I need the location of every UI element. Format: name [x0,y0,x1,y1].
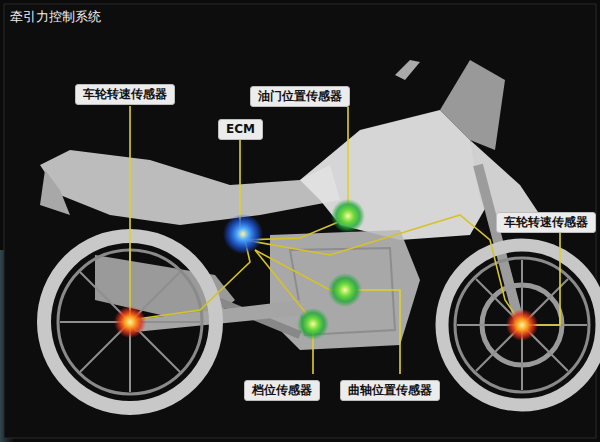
crank-label: 曲轴位置传感器 [340,380,440,401]
throttle-label: 油门位置传感器 [250,86,350,107]
wheel-speed-label: 车轮转速传感器 [496,212,596,233]
callout-text: 档位传感器 [252,383,312,398]
callout-text: ECM [226,122,255,137]
callout-text: 曲轴位置传感器 [348,383,432,398]
ecm-label: ECM [218,119,263,140]
callout-text: 车轮转速传感器 [504,215,588,230]
callout-text: 油门位置传感器 [258,89,342,104]
callout-text: 车轮转速传感器 [83,87,167,102]
diagram-title: 牵引力控制系统 [10,8,101,26]
gear-label: 档位传感器 [244,380,320,401]
wheel-speed-label: 车轮转速传感器 [75,84,175,105]
